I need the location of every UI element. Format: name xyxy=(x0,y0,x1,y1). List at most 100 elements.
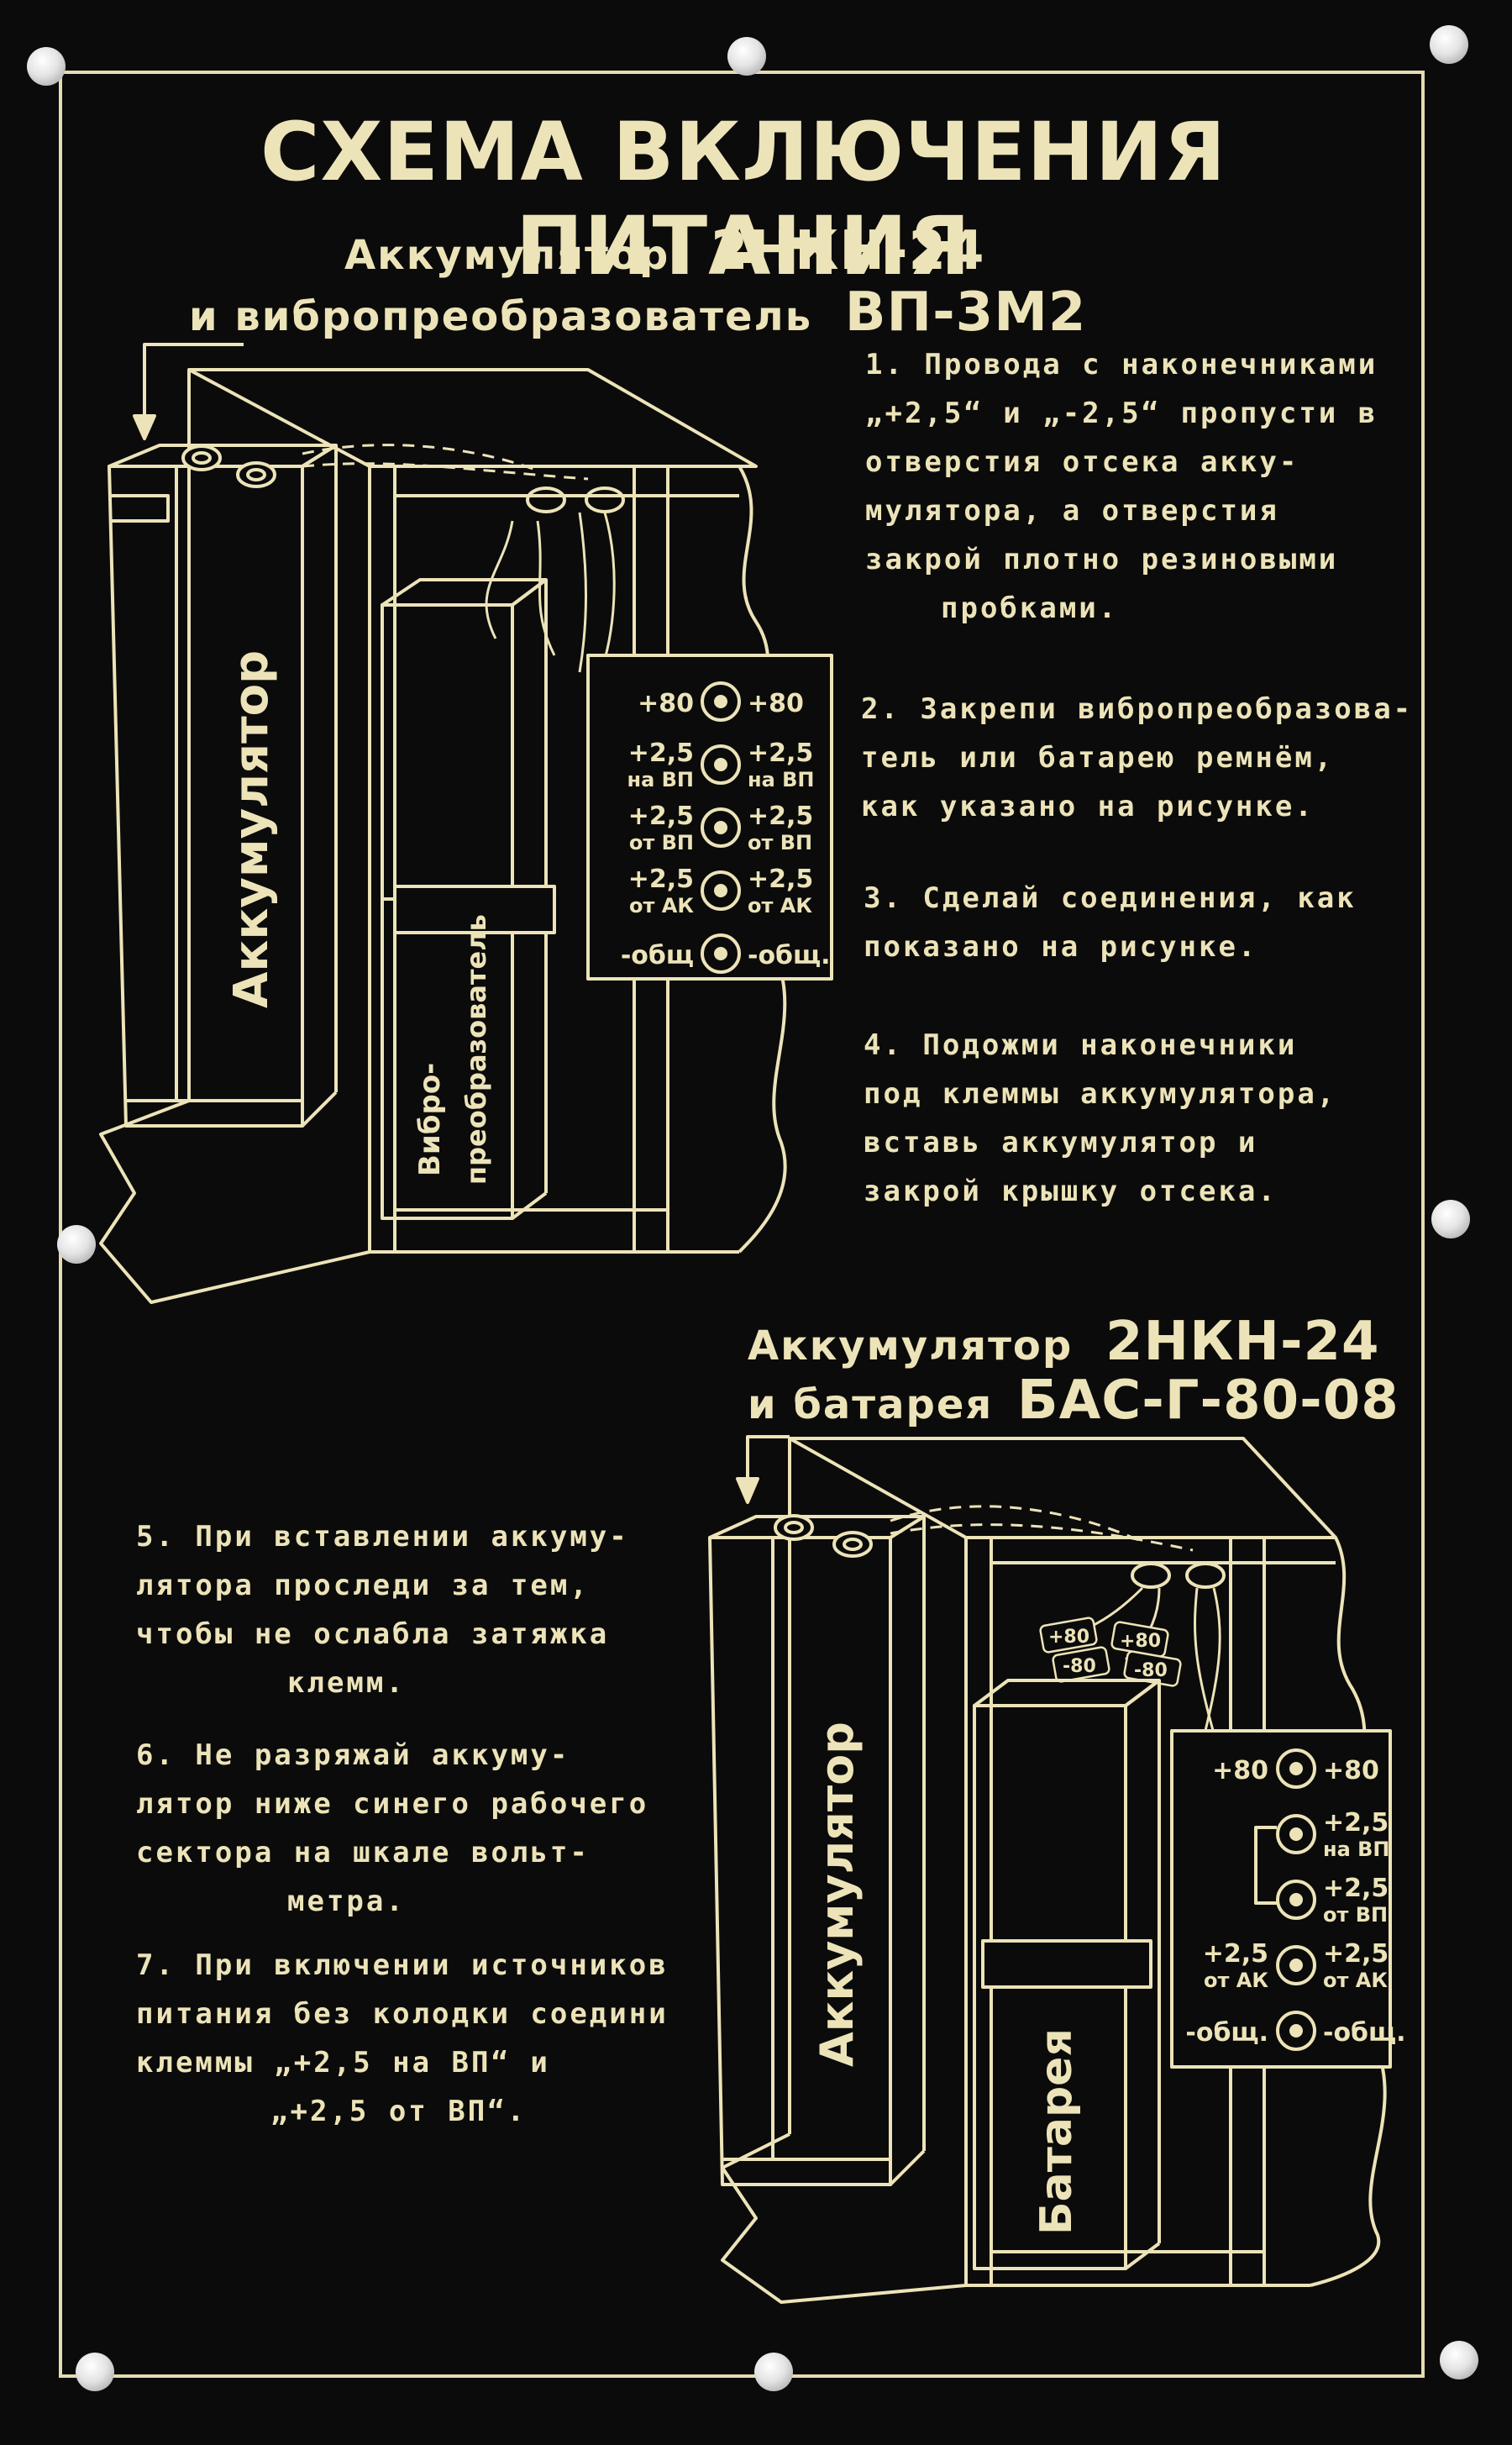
rivet xyxy=(57,1225,96,1264)
instruction-4: 4. Подожми наконечники под клеммы аккуму… xyxy=(864,1021,1336,1216)
diagram-1: Аккумулятор Вибро- преобра xyxy=(99,343,833,1304)
terminal-label: +2,5 xyxy=(1323,1874,1389,1903)
jumper-wire xyxy=(1254,1826,1277,1905)
instruction-line: клеммы „+2,5 на ВП“ и xyxy=(136,2046,550,2080)
accumulator-label: Аккумулятор xyxy=(811,1722,864,2067)
terminal-label: от ВП xyxy=(748,831,812,854)
rivet xyxy=(76,2353,114,2391)
instruction-line: 4. Подожми наконечники xyxy=(864,1028,1298,1062)
rivet xyxy=(727,37,766,76)
terminal-label: +80 xyxy=(1212,1756,1268,1785)
terminal-screw xyxy=(1289,1827,1303,1841)
terminal-label: +2,5 xyxy=(748,865,813,894)
cutaway-edge-bottom xyxy=(721,2132,967,2304)
converter-label-2: преобразователь xyxy=(460,914,492,1185)
instruction-line: 5. При вставлении аккуму- xyxy=(136,1520,629,1554)
instruction-6: 6. Не разряжай аккуму- лятор ниже синего… xyxy=(136,1731,648,1926)
terminal-label: на ВП xyxy=(627,768,694,791)
terminal-label: -общ. xyxy=(748,941,831,970)
section1-line2-prefix: и вибропреобразователь xyxy=(189,293,813,340)
wire xyxy=(599,512,616,673)
instruction-line: 1. Провода с наконечниками xyxy=(865,348,1378,381)
terminal-label: +2,5 xyxy=(748,802,813,831)
diagram-2: Аккумулятор +80 +80 -80 -80 xyxy=(708,1435,1406,2304)
section1-heading-line2: и вибропреобразователь ВП-3М2 xyxy=(189,281,1086,344)
battery-label: Батарея xyxy=(1032,2028,1082,2235)
instruction-line: сектора на шкале вольт- xyxy=(136,1836,590,1869)
terminal-label: +2,5 xyxy=(1203,1939,1268,1969)
terminal-label: +2,5 xyxy=(748,739,813,768)
instruction-line: чтобы не ослабла затяжка xyxy=(136,1617,610,1651)
instruction-line: „+2,5 от ВП“. xyxy=(270,2095,528,2128)
section1-line1-prefix: Аккумулятор xyxy=(344,232,670,279)
terminal-label: -общ xyxy=(621,941,694,970)
terminal-label: от АК xyxy=(748,894,812,918)
instruction-line: вставь аккумулятор и xyxy=(864,1126,1258,1159)
terminal-label: +2,5 xyxy=(1323,1939,1389,1969)
terminal-label: от АК xyxy=(1204,1969,1268,1992)
instruction-2: 2. Закрепи вибропреобразова- тель или ба… xyxy=(861,685,1413,831)
wire-tag-label: +80 xyxy=(1120,1631,1161,1652)
terminal-label: +2,5 xyxy=(1323,1808,1389,1838)
section2-line2-code: БАС-Г-80-08 xyxy=(1016,1370,1399,1432)
instruction-line: 7. При включении источников xyxy=(136,1948,669,1982)
instruction-line: пробками. xyxy=(941,592,1119,625)
wire xyxy=(1194,1587,1220,1748)
instruction-line: отверстия отсека акку- xyxy=(865,445,1299,479)
arrow-head xyxy=(133,414,156,440)
terminal-label: от ВП xyxy=(629,831,694,854)
terminal-label: +2,5 xyxy=(628,739,694,768)
instruction-line: „+2,5“ и „-2,5“ пропусти в xyxy=(865,397,1378,430)
section2-line2-prefix: и батарея xyxy=(748,1381,994,1428)
accumulator-1: Аккумулятор xyxy=(108,444,338,1128)
cutaway-edge-bottom xyxy=(99,1099,370,1304)
accumulator-2: Аккумулятор xyxy=(708,1514,926,2186)
instruction-line: 2. Закрепи вибропреобразова- xyxy=(861,692,1414,726)
instruction-line: питания без колодки соедини xyxy=(136,1997,669,2031)
rivet xyxy=(1430,25,1468,64)
terminal-screw xyxy=(1289,2024,1303,2038)
section1-line2-code: ВП-3М2 xyxy=(844,281,1087,344)
instruction-5: 5. При вставлении аккуму- лятора прослед… xyxy=(136,1512,629,1707)
terminal-label: на ВП xyxy=(1323,1838,1390,1861)
rivet xyxy=(754,2353,793,2391)
terminal-screw xyxy=(1289,1893,1303,1906)
terminal-label: +80 xyxy=(748,689,804,718)
terminal-label: -общ. xyxy=(1323,2018,1406,2048)
instruction-line: как указано на рисунке. xyxy=(861,790,1315,823)
instruction-line: метра. xyxy=(287,1885,406,1918)
terminal-screw xyxy=(1289,1762,1303,1775)
battery: Батарея xyxy=(973,1679,1161,2270)
wire-grommet xyxy=(1185,1562,1226,1589)
instruction-line: лятора проследи за тем, xyxy=(136,1569,590,1602)
wire xyxy=(1200,1587,1221,1748)
terminal-block-1: +80+80+2,5на ВП+2,5на ВП+2,5от ВП+2,5от … xyxy=(586,654,833,981)
wire xyxy=(578,512,587,673)
terminal-screw xyxy=(714,695,727,708)
terminal-label: на ВП xyxy=(748,768,815,791)
wire-dashed xyxy=(890,1505,1143,1543)
wire-grommet xyxy=(585,486,625,513)
instruction-line: лятор ниже синего рабочего xyxy=(136,1787,649,1821)
wire-tag-label: +80 xyxy=(1048,1627,1089,1648)
instruction-7: 7. При включении источников питания без … xyxy=(136,1941,669,2136)
terminal-label: +2,5 xyxy=(628,802,694,831)
wire-grommet xyxy=(1131,1562,1171,1589)
instruction-line: закрой крышку отсека. xyxy=(864,1175,1278,1208)
terminal-label: от АК xyxy=(629,894,694,918)
instruction-1: 1. Провода с наконечниками „+2,5“ и „-2,… xyxy=(865,340,1378,633)
instruction-line: под клеммы аккумулятора, xyxy=(864,1077,1337,1111)
instruction-line: клемм. xyxy=(287,1666,406,1700)
instruction-line: тель или батарею ремнём, xyxy=(861,741,1335,775)
instruction-line: показано на рисунке. xyxy=(864,930,1258,964)
converter-label-1: Вибро- xyxy=(413,1063,447,1176)
terminal-screw xyxy=(714,947,727,960)
instruction-3: 3. Сделай соединения, как показано на ри… xyxy=(864,874,1357,971)
accumulator-label: Аккумулятор xyxy=(224,650,279,1008)
terminal-screw xyxy=(714,758,727,771)
wire-dashed xyxy=(890,1523,1194,1552)
wire-dashed xyxy=(302,444,538,472)
compartment-top-face xyxy=(187,368,758,468)
